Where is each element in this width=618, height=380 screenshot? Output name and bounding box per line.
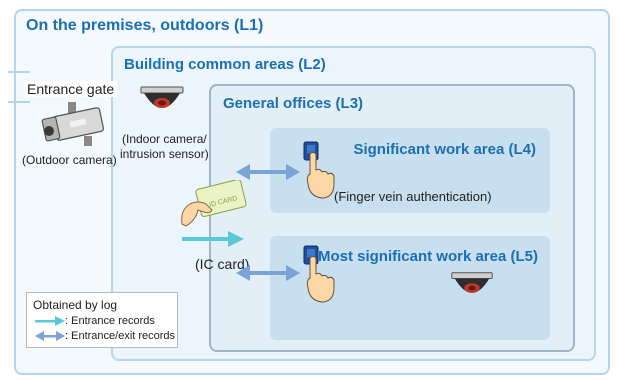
zone-l3-title: General offices (L3) [223,95,364,112]
entrance-exit-arrow-icon [35,331,65,342]
indoor-camera-label-line2: intrusion sensor) [120,147,209,161]
finger-scanner-icon [303,141,335,199]
legend-entrance-exit-label: : Entrance/exit records [65,330,176,342]
dome-camera-icon [140,86,184,108]
legend-entrance-label: : Entrance records [65,315,155,327]
zone-l4-title: Significant work area (L4) [353,141,536,158]
legend-title: Obtained by log [33,298,118,312]
legend-entrance-exit-row: : Entrance/exit records [35,330,175,342]
finger-vein-label: (Finger vein authentication) [334,189,492,204]
indoor-camera-label-line1: (Indoor camera/ [122,132,207,146]
dome-camera-icon [451,272,493,293]
ic-card-label: (IC card) [195,256,250,272]
entrance-arrow-icon [35,316,65,327]
entrance-exit-arrow-l4 [236,164,300,180]
zone-l1-title: On the premises, outdoors (L1) [26,17,264,34]
boundary-tick [8,101,30,103]
finger-scanner-icon [303,245,335,303]
boundary-tick [8,71,30,73]
indoor-camera-label: (Indoor camera/ intrusion sensor) [120,132,209,162]
zone-l2-title: Building common areas (L2) [124,56,326,73]
zone-l5-title: Most significant work area (L5) [317,248,538,265]
entrance-arrow [182,231,244,247]
outdoor-camera-icon [41,102,105,146]
id-card-hand-icon: ID CARD [181,180,247,227]
entrance-exit-arrow-l5 [236,265,300,281]
outdoor-camera-label: (Outdoor camera) [22,153,117,167]
entrance-gate-label: Entrance gate [24,81,118,97]
legend: Obtained by log : Entrance records : Ent… [26,292,178,348]
legend-entrance-row: : Entrance records [35,315,155,327]
